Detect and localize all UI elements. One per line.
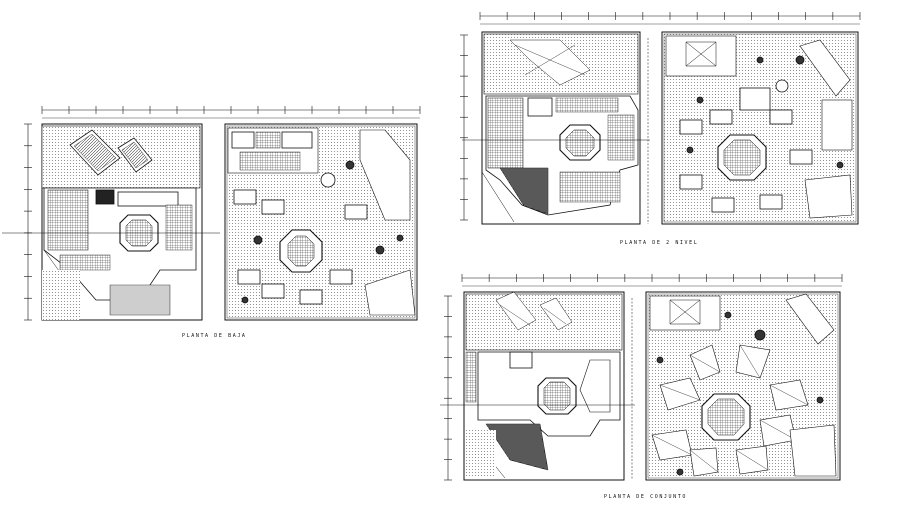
- plan-planta-conjunto: [440, 277, 842, 481]
- caption-planta-2-nivel: PLANTA DE 2 NIVEL: [620, 240, 699, 246]
- caption-planta-conjunto: PLANTA DE CONJUNTO: [604, 494, 687, 500]
- plan-planta-2-nivel: [462, 15, 860, 225]
- plan-planta-baja: [2, 109, 420, 321]
- caption-planta-baja: PLANTA DE BAJA: [182, 333, 247, 339]
- dimension-ticks: [24, 12, 861, 481]
